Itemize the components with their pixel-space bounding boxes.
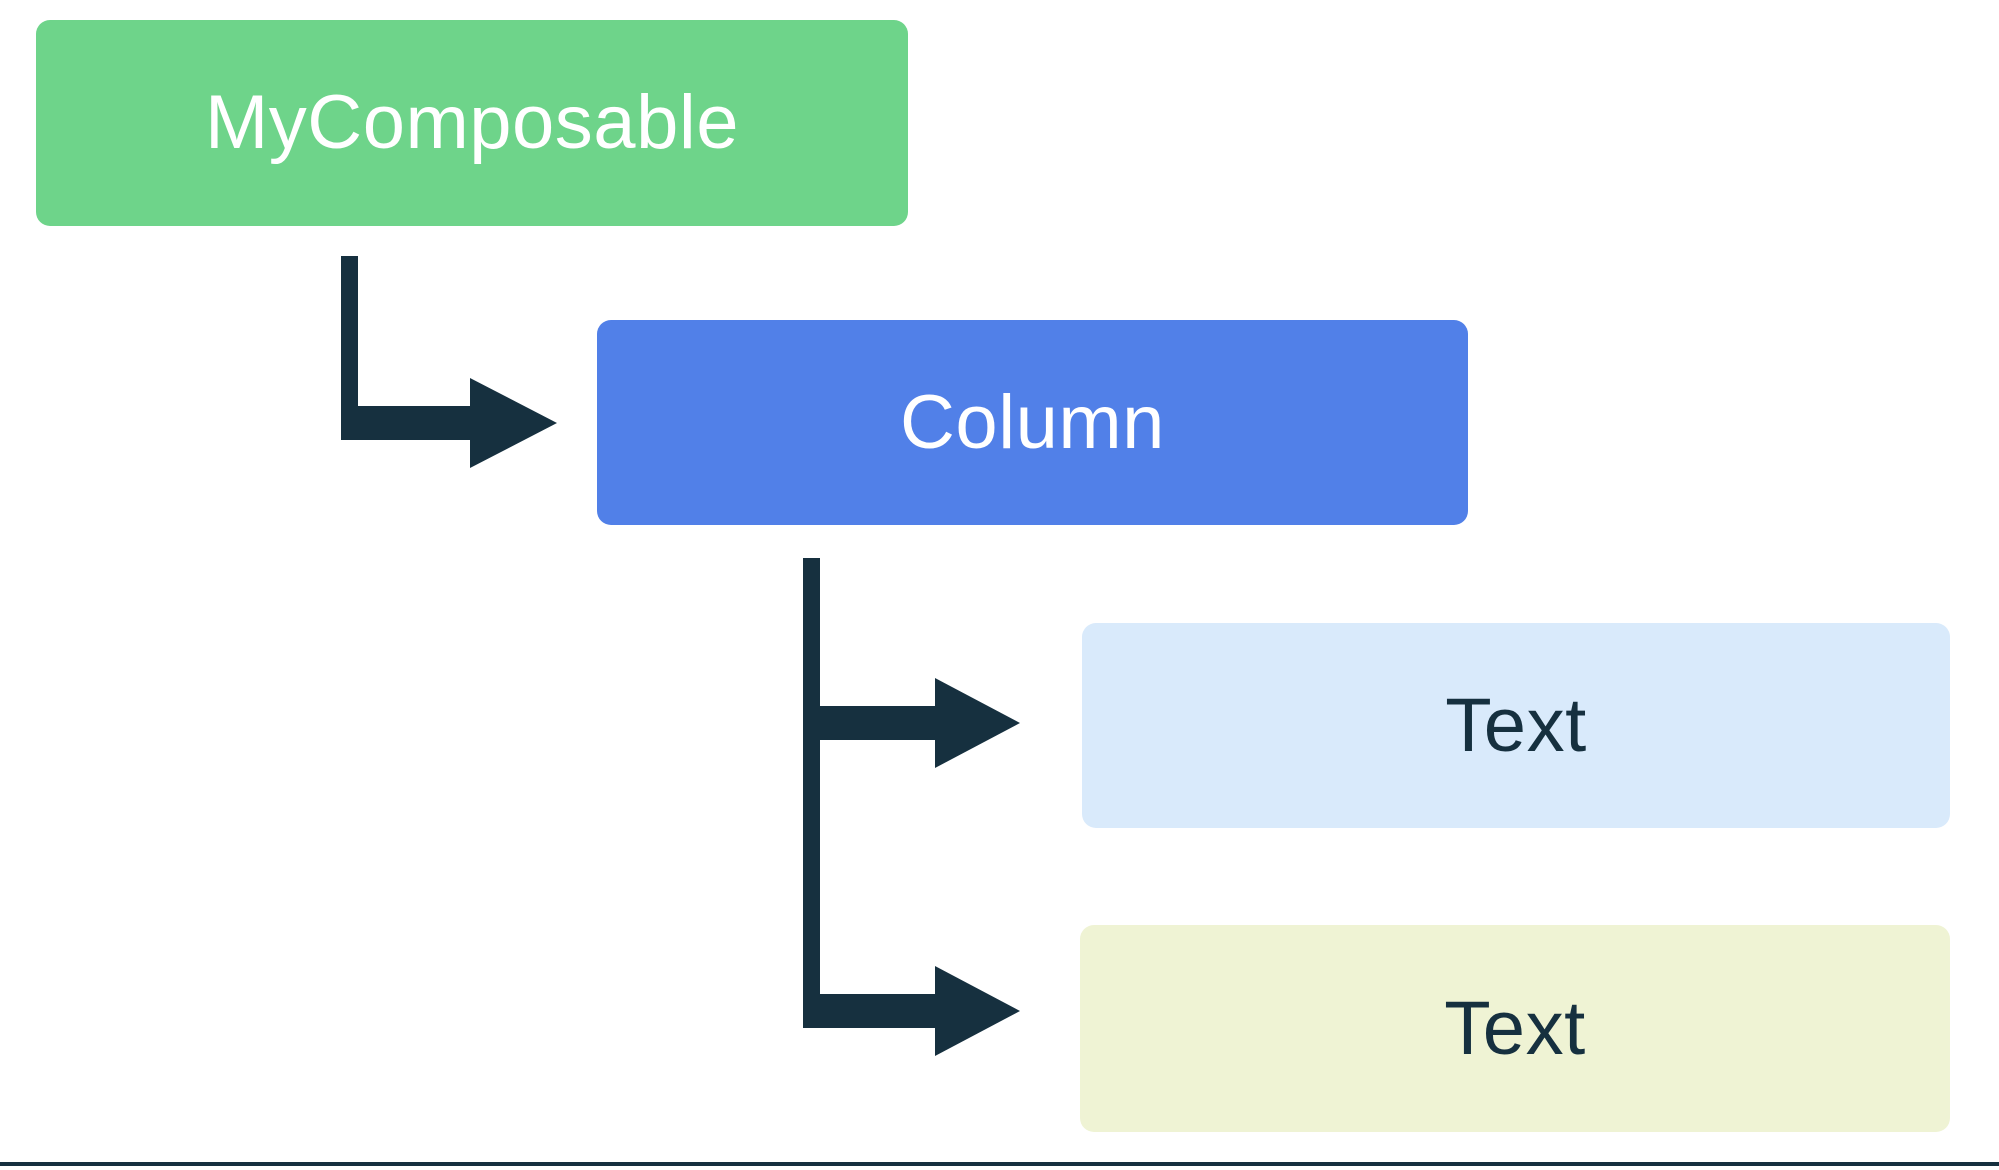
node-column[interactable]: Column [597, 320, 1468, 525]
node-mycomposable-label: MyComposable [205, 80, 739, 165]
edge-root-to-column [341, 256, 557, 468]
node-mycomposable[interactable]: MyComposable [36, 20, 908, 226]
node-text-first[interactable]: Text [1082, 623, 1950, 828]
edge-column-to-text-2 [803, 966, 1020, 1056]
node-column-label: Column [900, 379, 1165, 465]
bottom-divider [0, 1162, 1999, 1166]
node-text-first-label: Text [1445, 682, 1587, 768]
node-text-second[interactable]: Text [1080, 925, 1950, 1132]
edge-column-to-text-1 [803, 558, 1020, 1028]
node-text-second-label: Text [1444, 985, 1586, 1071]
